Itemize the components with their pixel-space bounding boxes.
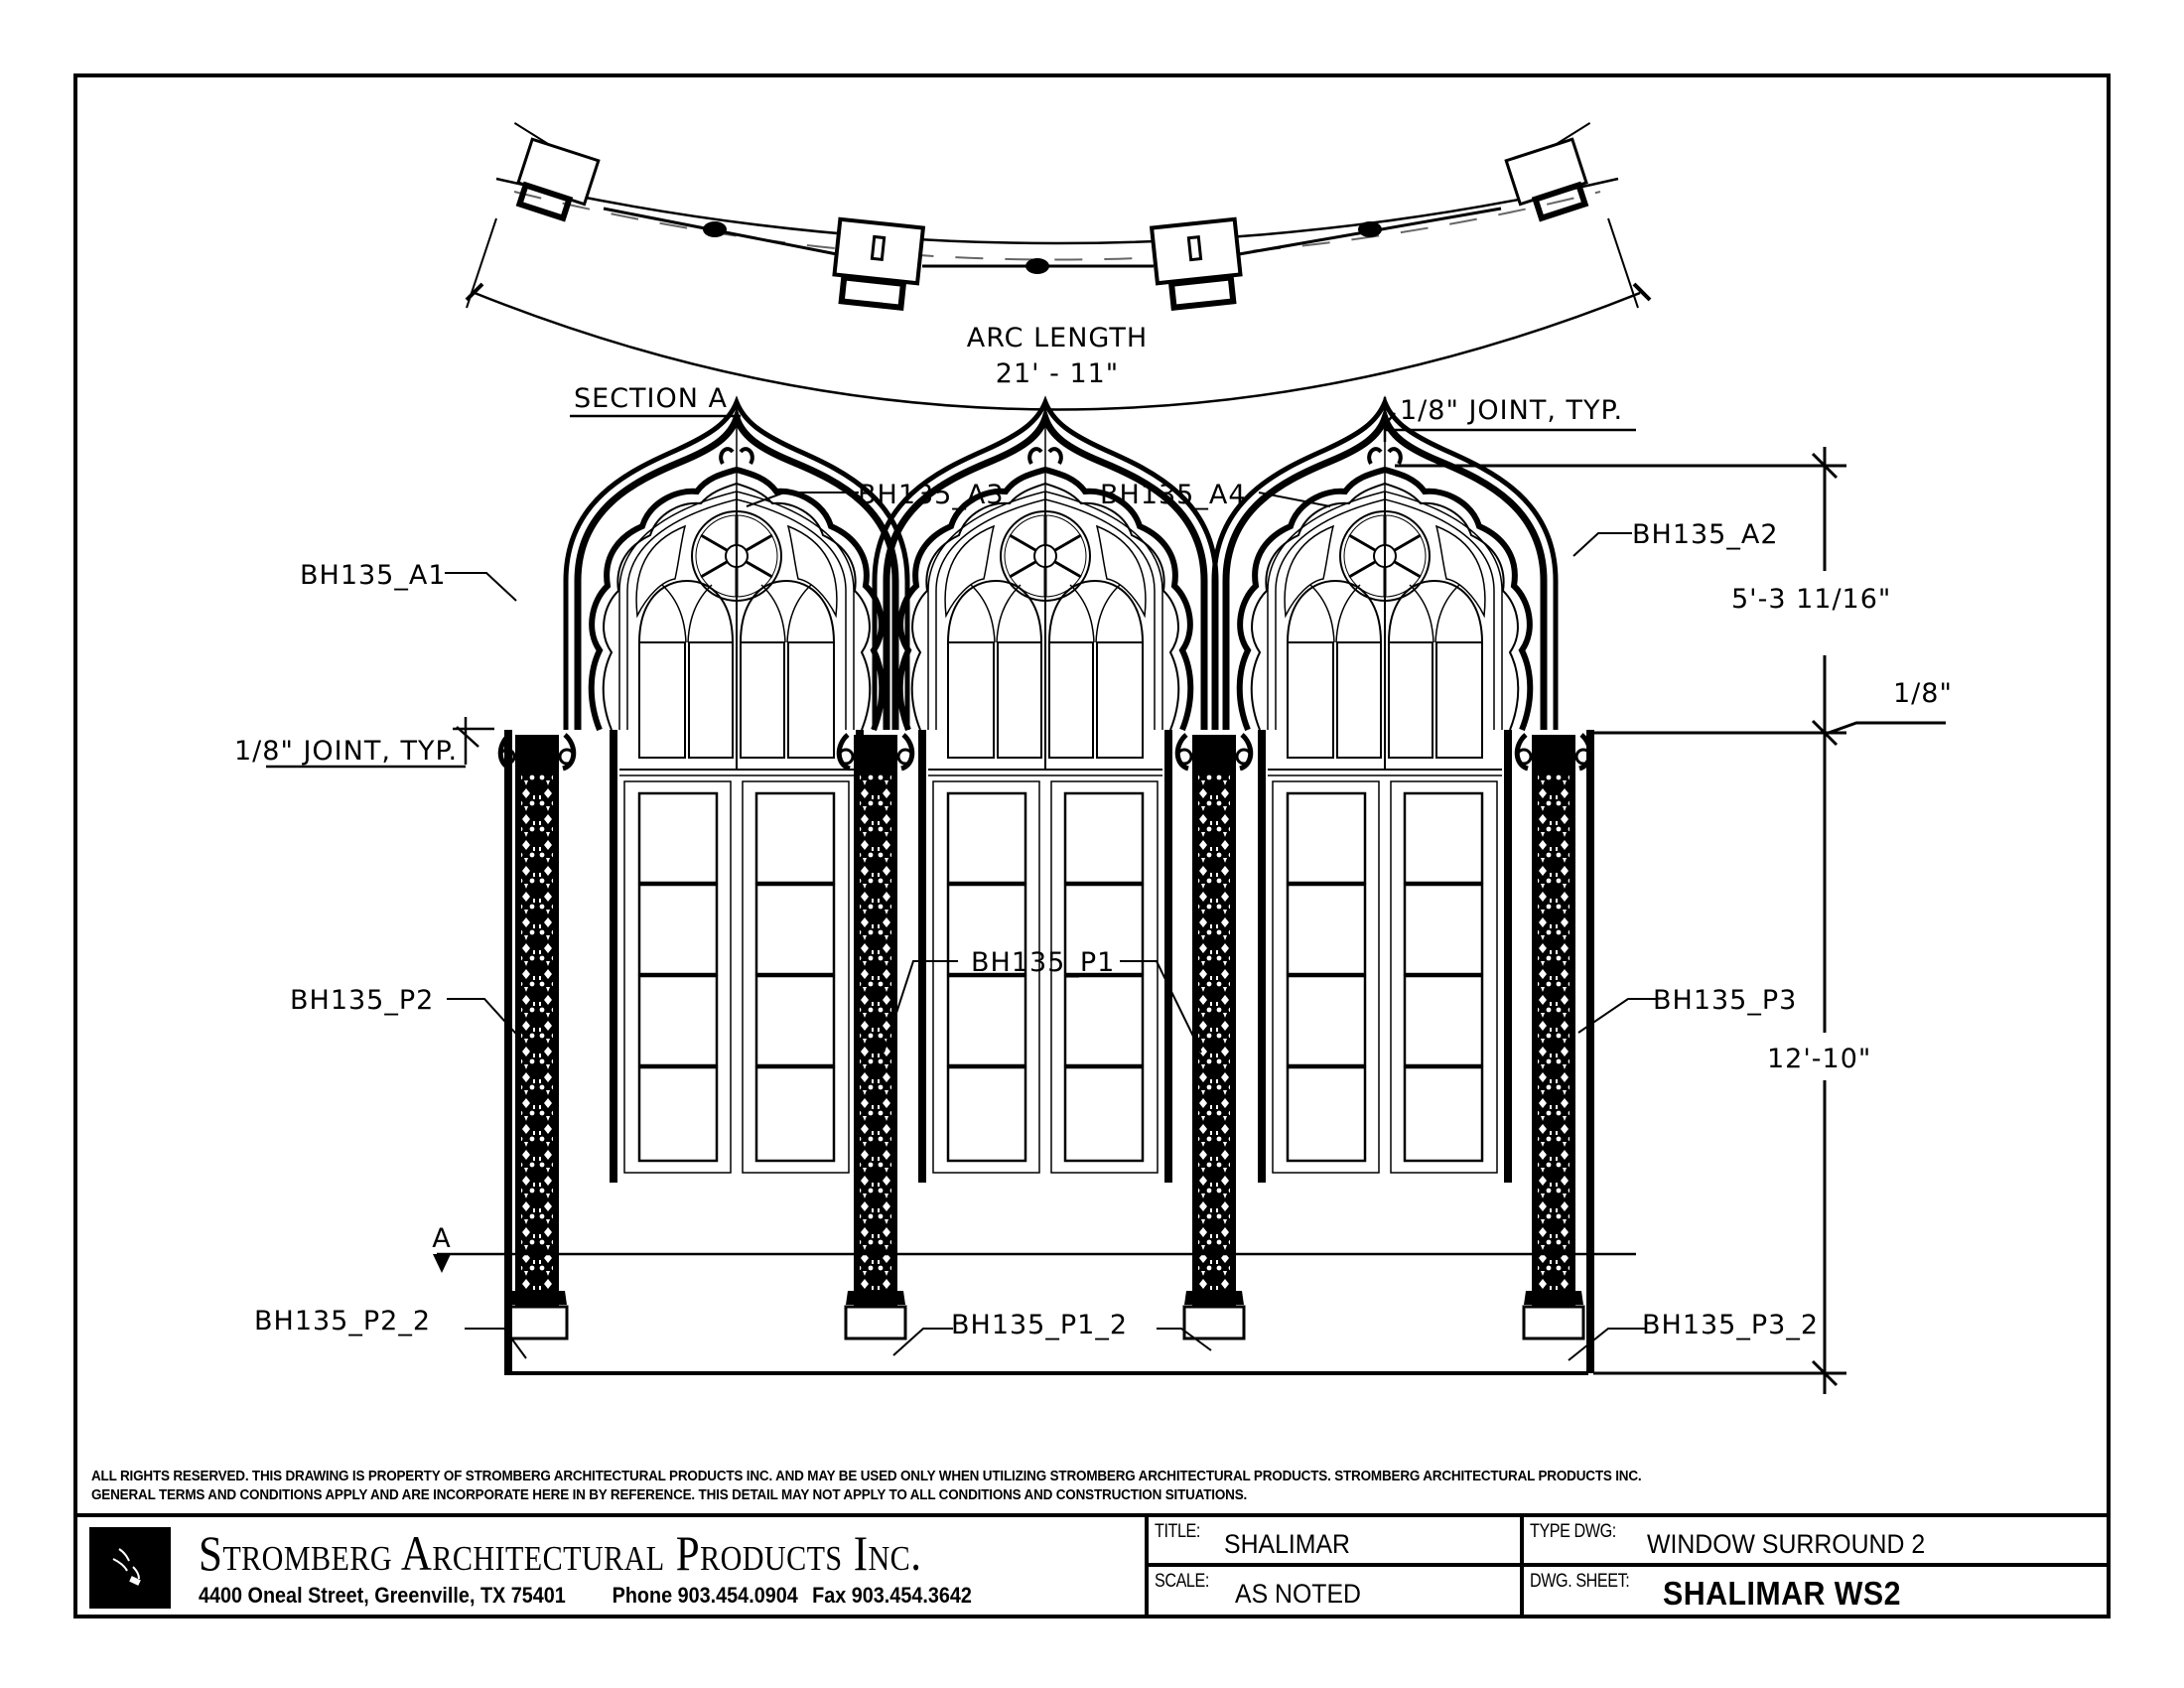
- pilaster-p1-left: [839, 735, 912, 1338]
- company-name: Stromberg Architectural Products Inc.: [199, 1525, 922, 1581]
- legal-notice: ALL RIGHTS RESERVED. THIS DRAWING IS PRO…: [91, 1468, 1957, 1505]
- callout-bh135-p1-2: BH135_P1_2: [951, 1310, 1128, 1340]
- elevation-view: A BH135_A1 BH135_A3 BH135_A4 BH135_A2 BH…: [234, 395, 1953, 1394]
- title-field: TITLE: SHALIMAR: [1149, 1517, 1524, 1567]
- dwg-sheet-label: DWG. SHEET:: [1530, 1571, 1630, 1592]
- section-a-title: SECTION A: [574, 383, 728, 414]
- dimension-pilaster-height: 12'-10": [1767, 1044, 1871, 1074]
- section-a-plan: ARC LENGTH 21' - 11" SECTION A: [465, 122, 1652, 418]
- type-dwg-field: TYPE DWG: WINDOW SURROUND 2: [1524, 1517, 2111, 1567]
- type-dwg-value: WINDOW SURROUND 2: [1647, 1529, 1926, 1559]
- callout-bh135-p3-2: BH135_P3_2: [1642, 1310, 1819, 1340]
- window-unit-center: [875, 402, 1216, 1183]
- title-label: TITLE:: [1155, 1521, 1200, 1542]
- scale-label: SCALE:: [1155, 1571, 1209, 1592]
- title-value: SHALIMAR: [1224, 1529, 1351, 1559]
- dwg-sheet-value: SHALIMAR WS2: [1663, 1575, 1901, 1612]
- company-block: Stromberg Architectural Products Inc. 44…: [73, 1517, 1149, 1618]
- callout-bh135-p3: BH135_P3: [1653, 985, 1797, 1016]
- section-a-panel-inner-left: [832, 216, 926, 311]
- callout-joint-top: 1/8" JOINT, TYP.: [1400, 395, 1623, 426]
- window-unit-right: [1214, 402, 1556, 1183]
- section-a-panel-right: [1504, 122, 1591, 222]
- scale-value: AS NOTED: [1234, 1579, 1361, 1609]
- company-address: 4400 Oneal Street, Greenville, TX 75401: [199, 1583, 566, 1608]
- callout-bh135-p2-2: BH135_P2_2: [254, 1306, 431, 1336]
- type-dwg-label: TYPE DWG:: [1530, 1521, 1616, 1542]
- arc-length-dimension: [474, 291, 1641, 411]
- section-a-panel-left: [513, 122, 601, 222]
- dimension-arch-height: 5'-3 11/16": [1731, 584, 1891, 615]
- title-block: Stromberg Architectural Products Inc. 44…: [73, 1513, 2111, 1618]
- arc-length-label: ARC LENGTH: [967, 323, 1148, 353]
- company-fax: Fax 903.454.3642: [812, 1583, 972, 1608]
- legal-line-1: ALL RIGHTS RESERVED. THIS DRAWING IS PRO…: [91, 1469, 1642, 1484]
- callout-bh135-a2: BH135_A2: [1632, 519, 1779, 550]
- callout-bh135-a1: BH135_A1: [300, 560, 447, 591]
- dwg-sheet-field: DWG. SHEET: SHALIMAR WS2: [1524, 1567, 2111, 1618]
- callout-bh135-p1: BH135_P1: [971, 947, 1115, 978]
- callout-joint-left: 1/8" JOINT, TYP.: [234, 736, 458, 767]
- arc-length-value: 21' - 11": [996, 358, 1119, 389]
- company-phone: Phone 903.454.0904: [612, 1583, 798, 1608]
- callout-bh135-a4: BH135_A4: [1100, 480, 1247, 510]
- dimension-joint-right: 1/8": [1893, 678, 1953, 709]
- scale-field: SCALE: AS NOTED: [1149, 1567, 1524, 1618]
- callout-bh135-a3: BH135_A3: [858, 480, 1005, 510]
- drawing-sheet-border: [73, 73, 2111, 1618]
- section-marker-a: A: [432, 1223, 451, 1254]
- legal-line-2: GENERAL TERMS AND CONDITIONS APPLY AND A…: [91, 1487, 1248, 1503]
- section-a-panel-inner-right: [1149, 216, 1243, 311]
- pilaster-p1-right: [1177, 735, 1251, 1338]
- pilaster-p3: [1517, 735, 1590, 1338]
- callout-bh135-p2: BH135_P2: [290, 985, 434, 1016]
- company-logo-icon: [89, 1527, 171, 1609]
